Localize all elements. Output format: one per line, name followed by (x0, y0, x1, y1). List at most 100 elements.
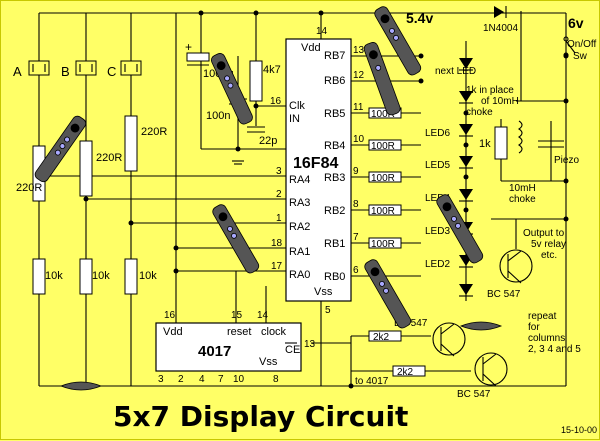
regulated-voltage-label: 5.4v (406, 10, 433, 26)
pic-pin-rb5: RB5 (324, 108, 345, 120)
power-switch (563, 36, 576, 58)
pic-pin-rb7-num: 13 (353, 45, 365, 56)
pic-pin-rb3: RB3 (324, 172, 345, 184)
pic-16f84-chip (285, 38, 352, 302)
diagram-title: 5x7 Display Circuit (113, 400, 408, 433)
to-4017-label: to 4017 (355, 376, 389, 387)
relay-label-3: etc. (541, 250, 557, 261)
repeat-line-3: columns (528, 333, 565, 344)
transistor-q1 (499, 249, 533, 284)
transistor-label-2: BC 547 (394, 318, 428, 329)
counter-pin-7: 7 (218, 374, 224, 385)
pic-name: 16F84 (293, 155, 338, 172)
pic-pin-ra0: RA0 (289, 269, 310, 281)
cap-plus-sign: + (185, 40, 192, 54)
transistor-label-3: BC 547 (457, 389, 491, 400)
relay-label-2: 5v relay (531, 239, 566, 250)
counter-vdd-label: Vdd (163, 326, 183, 338)
r2k2-label-b: 2k2 (397, 367, 414, 378)
pic-pin-ra3: RA3 (289, 197, 310, 209)
counter-reset-label: reset (227, 326, 251, 338)
transistor-q2 (432, 322, 466, 357)
counter-pin-4: 4 (199, 374, 205, 385)
counter-pin-3: 3 (158, 374, 164, 385)
choke-coil (518, 120, 523, 154)
button-c-label: C (107, 64, 116, 79)
pic-clk-label: Clk (289, 100, 305, 112)
pic-pin-rb4-num: 10 (353, 134, 365, 145)
repeat-line-2: for (528, 322, 540, 333)
pic-pin-ra2: RA2 (289, 221, 310, 233)
r100-label-3: 100R (371, 173, 395, 184)
r10k-label-2: 10k (92, 270, 110, 282)
pic-pin-rb2-num: 8 (353, 199, 359, 210)
piezo-label: Piezo (554, 155, 579, 166)
push-buttons (28, 60, 142, 76)
pic-pin-ra4: RA4 (289, 174, 310, 186)
diode-label: 1N4004 (483, 23, 518, 34)
c22p-label: 22p (259, 135, 277, 147)
diode-symbol (494, 6, 504, 18)
counter-pin-10: 10 (233, 374, 245, 385)
counter-pin-15: 15 (231, 310, 243, 321)
counter-ce-label: CE (285, 344, 300, 356)
pic-pin-ra1-num: 18 (271, 238, 283, 249)
pic-pin-rb6: RB6 (324, 75, 345, 87)
button-b-label: B (61, 64, 70, 79)
r220-label-b: 220R (141, 126, 167, 138)
pic-vss-label: Vss (314, 286, 333, 298)
probe-illustrations (34, 6, 503, 391)
pic-pin-ra3-num: 2 (276, 189, 282, 200)
led6-label: LED6 (425, 128, 450, 139)
r10k-label-3: 10k (139, 270, 157, 282)
counter-4017-chip (155, 322, 302, 372)
led3-label: LED3 (425, 226, 450, 237)
date-label: 15-10-00 (561, 425, 597, 435)
r2k2-label-a: 2k2 (373, 332, 390, 343)
button-a-label: A (13, 64, 22, 79)
switch-label-sw: Sw (573, 51, 588, 62)
pic-pin-rb1-num: 7 (353, 232, 359, 243)
pic-pin-rb5-num: 11 (353, 102, 364, 113)
counter-pin-2: 2 (178, 374, 184, 385)
resistor-bodies (32, 60, 508, 377)
relay-label-1: Output to (523, 228, 565, 239)
pic-pin-rb0-num: 6 (353, 265, 359, 276)
choke-note-2: of 10mH (481, 96, 519, 107)
choke-note-3: choke (466, 107, 493, 118)
counter-pin-8: 8 (273, 374, 279, 385)
r220-label-a: 220R (96, 152, 122, 164)
pic-pin-rb2: RB2 (324, 205, 345, 217)
r100-label-4: 100R (371, 206, 395, 217)
counter-pin-14: 14 (257, 310, 269, 321)
choke-label-1: 10mH (509, 183, 536, 194)
counter-clock-label: clock (261, 326, 287, 338)
r10k-label-1: 10k (45, 270, 63, 282)
pic-pin-16: 16 (270, 96, 282, 107)
repeat-line-1: repeat (528, 311, 557, 322)
pic-pin-rb1: RB1 (324, 238, 345, 250)
pic-pin-ra2-num: 1 (276, 213, 282, 224)
counter-pin-16: 16 (164, 310, 176, 321)
pic-pin-rb3-num: 9 (353, 166, 359, 177)
r1k-label: 1k (479, 138, 491, 150)
switch-label-on-off: On/Off (567, 39, 596, 50)
pot-label: 220R (16, 182, 42, 194)
r4k7-label: 4k7 (263, 64, 281, 76)
pic-pin-5: 5 (325, 305, 331, 316)
pic-pin-14: 14 (316, 26, 328, 37)
pic-pin-rb0: RB0 (324, 271, 345, 283)
next-led-label: next LED (435, 66, 476, 77)
pic-in-label: IN (289, 113, 300, 125)
counter-pin-13: 13 (304, 339, 316, 350)
transistor-label-1: BC 547 (487, 289, 521, 300)
pic-pin-ra0-num: 17 (271, 261, 283, 272)
pic-pin-rb4: RB4 (324, 140, 345, 152)
led2-label: LED2 (425, 259, 450, 270)
counter-name: 4017 (198, 343, 231, 360)
pic-pin-ra4-num: 3 (276, 166, 282, 177)
pic-pin-rb7: RB7 (324, 50, 345, 62)
supply-voltage-label: 6v (568, 15, 584, 31)
